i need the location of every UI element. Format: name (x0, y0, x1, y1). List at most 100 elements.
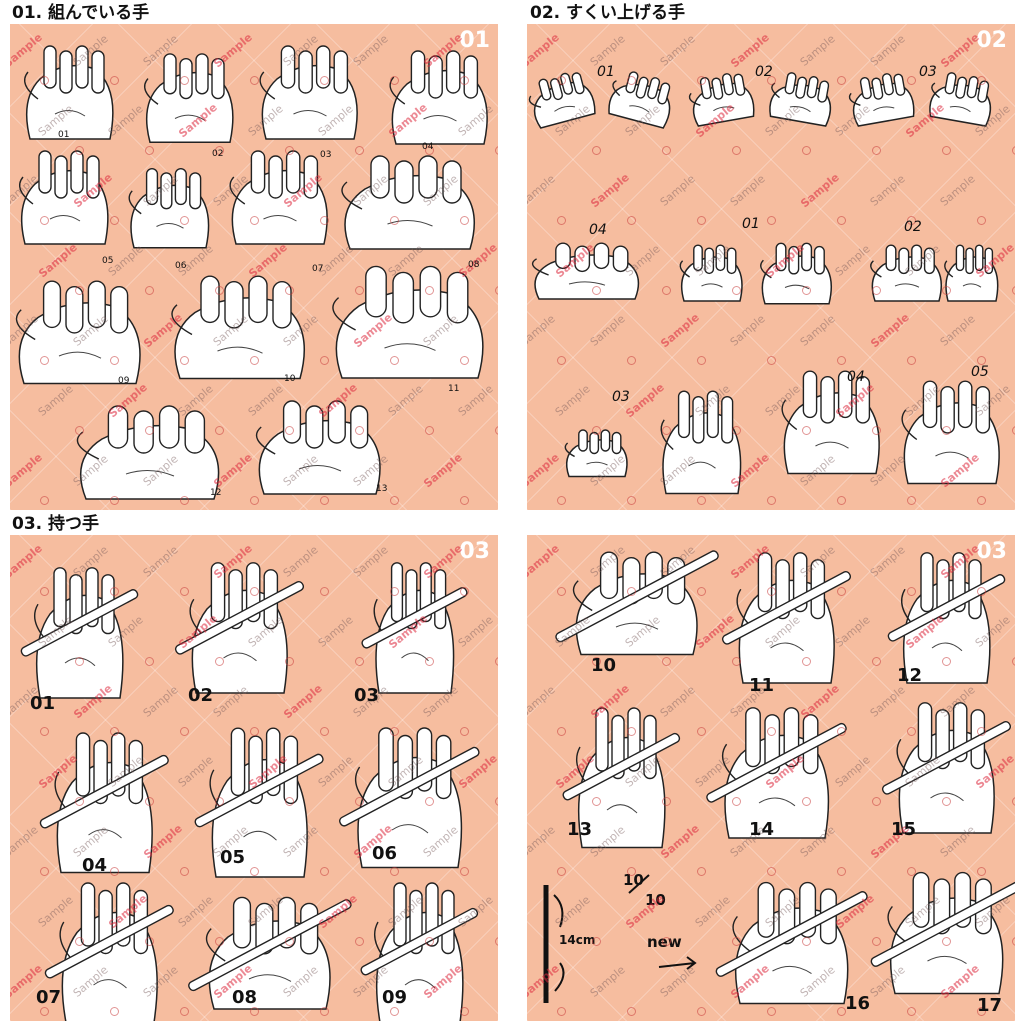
watermark-logo-icon (1012, 146, 1015, 155)
hand-illustration (15, 280, 141, 385)
new-annotation: new (647, 933, 682, 951)
hand-number-label: 11 (448, 384, 460, 394)
hand-illustration (660, 390, 742, 495)
hand-number-label: 05 (102, 256, 114, 266)
hand-number-label: 02 (755, 64, 773, 80)
hand-number-label: 11 (749, 675, 775, 696)
hand-illustration (229, 150, 328, 245)
hand-number-label: 09 (118, 376, 130, 386)
hand-number-label: 10 (284, 374, 296, 384)
hand-number-label: 04 (847, 369, 865, 385)
hand-illustration (76, 405, 220, 500)
hand-number-label: 17 (977, 995, 1003, 1016)
watermark-logo-icon (627, 356, 636, 365)
hand-number-label: 07 (36, 987, 62, 1008)
watermark-logo-icon (495, 426, 498, 435)
sample-watermark: Sample (527, 172, 558, 209)
hand-number-label: 04 (82, 855, 108, 876)
hand-number-label: 10 (591, 655, 617, 676)
hand-number-label: 05 (220, 847, 246, 868)
hand-illustration (174, 562, 305, 694)
panel-number: 03 (976, 539, 1007, 564)
hand-number-label: 01 (30, 693, 56, 714)
panel-number: 02 (976, 28, 1007, 53)
hand-number-label: 05 (971, 364, 989, 380)
hand-illustration (128, 167, 210, 248)
hand-illustration (20, 567, 139, 699)
sample-watermark: Sample (421, 450, 465, 491)
hand-illustration (194, 727, 324, 878)
hand-illustration (760, 242, 832, 304)
hand-illustration (332, 265, 484, 379)
hand-illustration (679, 244, 743, 302)
hand-number-label: 03 (354, 685, 380, 706)
watermark-logo-icon (697, 356, 706, 365)
section-heading-1: 01. 組んでいる手 (12, 3, 150, 23)
hand-number-label: 04 (589, 222, 607, 238)
section-heading-3: 03. 持つ手 (12, 514, 100, 534)
watermark-logo-icon (320, 587, 329, 596)
watermark-logo-icon (495, 657, 498, 666)
hand-illustration (555, 550, 719, 656)
hand-number-label: 07 (312, 264, 324, 274)
size-annotation: 14cm (559, 933, 596, 947)
hand-illustration (887, 552, 1006, 684)
watermark-logo-icon (495, 797, 498, 806)
hand-number-label: 12 (210, 488, 222, 498)
hand-illustration (259, 45, 358, 140)
hand-number-label: 01 (597, 64, 615, 80)
sample-watermark: Sample (10, 450, 45, 491)
hand-illustration (528, 72, 596, 129)
hand-illustration (564, 429, 628, 478)
panel-number: 03 (459, 539, 490, 564)
panel-number: 01 (459, 28, 490, 53)
hand-illustration (19, 150, 109, 245)
hand-number-label: 03 (612, 389, 630, 405)
sample-watermark: Sample (867, 172, 908, 209)
sample-watermark: Sample (588, 170, 632, 211)
watermark-logo-icon (662, 146, 671, 155)
hand-illustration (901, 380, 1000, 485)
hand-illustration (848, 73, 915, 127)
hand-number-label: 06 (175, 261, 187, 271)
hand-illustration (562, 707, 681, 849)
hand-illustration (361, 562, 468, 694)
hand-illustration (688, 73, 755, 127)
watermark-logo-icon (557, 356, 566, 365)
hand-number-label: 14 (749, 819, 775, 840)
hand-number-label: 04 (422, 142, 434, 152)
scale-and-arrow-art (543, 874, 697, 1003)
hand-illustration (870, 244, 942, 302)
hand-number-label: 03 (320, 150, 332, 160)
watermark-logo-icon (495, 937, 498, 946)
hand-illustration (781, 370, 880, 475)
watermark-logo-icon (40, 496, 49, 505)
hand-number-label: 08 (232, 987, 258, 1008)
hand-number-label: 02 (188, 685, 214, 706)
hand-illustration (706, 707, 847, 839)
watermark-logo-icon (802, 146, 811, 155)
hand-illustration (171, 275, 306, 380)
hand-illustration (608, 71, 671, 129)
hand-number-label: 06 (372, 843, 398, 864)
hand-number-label: 02 (212, 149, 224, 159)
section-heading-2: 02. すくい上げる手 (530, 3, 686, 23)
watermark-logo-icon (460, 496, 469, 505)
hand-illustration (944, 244, 999, 302)
date-annotation-bottom: 10 (645, 891, 666, 909)
hand-illustration (769, 72, 832, 127)
hand-illustration (881, 702, 1012, 834)
watermark-logo-icon (942, 146, 951, 155)
sample-watermark: Sample (798, 170, 842, 211)
hand-illustration (24, 45, 114, 140)
hand-illustration (389, 50, 488, 145)
sample-watermark: Sample (727, 172, 768, 209)
hand-number-label: 01 (58, 130, 70, 140)
hand-illustration (360, 882, 479, 1021)
hand-number-label: 13 (567, 819, 593, 840)
hand-illustration (255, 400, 381, 495)
